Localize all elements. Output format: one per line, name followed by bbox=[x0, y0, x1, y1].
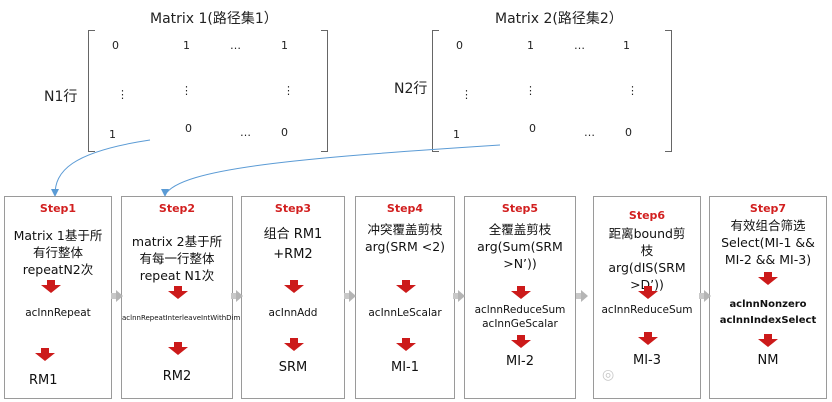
down-arrow-icon bbox=[35, 348, 55, 361]
matrix2-cell: 0 bbox=[456, 39, 463, 52]
step-operator: aclnnRepeatInterleaveIntWithDim bbox=[122, 314, 241, 322]
matrix1-left-bracket bbox=[88, 30, 95, 152]
down-arrow-icon bbox=[284, 338, 304, 351]
step-operator: acInnRepeat bbox=[25, 307, 91, 319]
connector-matrix1-to-step1 bbox=[54, 139, 151, 196]
matrix1-cell: … bbox=[240, 126, 251, 139]
step-output: SRM bbox=[278, 360, 308, 375]
step-title: Step7 bbox=[749, 202, 787, 215]
step-operator: acInnReduceSum bbox=[601, 304, 693, 316]
step-output: MI-3 bbox=[632, 353, 661, 368]
step-operator: acInnLeScalar bbox=[368, 307, 442, 319]
step-box-1: Step1 Matrix 1基于所有行整体repeatN2次 acInnRepe… bbox=[4, 196, 112, 399]
down-arrow-icon bbox=[396, 338, 416, 351]
matrix1-cell: ⋮ bbox=[181, 84, 192, 97]
matrix1-row-label: N1行 bbox=[44, 89, 78, 105]
step-description: 组合 RM1 +RM2 bbox=[263, 227, 323, 262]
step-title: Step5 bbox=[501, 202, 539, 215]
matrix1-cell: ⋮ bbox=[283, 84, 294, 97]
step-title: Step1 bbox=[39, 202, 77, 215]
step-description: Matrix 1基于所有行整体repeatN2次 bbox=[13, 228, 103, 277]
matrix2-cell: 1 bbox=[623, 39, 630, 52]
down-arrow-icon bbox=[168, 342, 188, 355]
step-description: 距离bound剪枝 arg(dIS(SRM >D’)) bbox=[608, 226, 686, 292]
matrix2-cell: 1 bbox=[527, 39, 534, 52]
down-arrow-icon bbox=[638, 332, 658, 345]
step-box-3: Step3 组合 RM1 +RM2 acInnAdd SRM bbox=[241, 196, 345, 399]
matrix2-right-bracket bbox=[665, 30, 672, 152]
down-arrow-icon bbox=[168, 286, 188, 299]
step-description: 冲突覆盖剪枝 arg(SRM <2) bbox=[364, 222, 446, 254]
matrix2-row-label: N2行 bbox=[394, 81, 428, 97]
step-box-5: Step5 全覆盖剪枝 arg(Sum(SRM >N’)) aclnnReduc… bbox=[464, 196, 576, 399]
matrix1-cell: 0 bbox=[185, 122, 192, 135]
down-arrow-icon bbox=[511, 286, 531, 299]
matrix1-title: Matrix 1(路径集1） bbox=[150, 11, 278, 27]
step-title: Step3 bbox=[274, 202, 312, 215]
step-title: Step6 bbox=[628, 209, 666, 222]
step-title: Step4 bbox=[386, 202, 424, 215]
matrix2-cell: 1 bbox=[453, 128, 460, 141]
chevron-right-icon bbox=[231, 290, 243, 302]
step-box-4: Step4 冲突覆盖剪枝 arg(SRM <2) acInnLeScalar M… bbox=[355, 196, 455, 399]
matrix2-cell: 0 bbox=[625, 126, 632, 139]
matrix2-left-bracket bbox=[432, 30, 439, 152]
matrix1-cell: 1 bbox=[109, 128, 116, 141]
matrix2-cell: … bbox=[584, 126, 595, 139]
step-description: 全覆盖剪枝 arg(Sum(SRM >N’)) bbox=[477, 222, 563, 271]
chevron-right-icon bbox=[111, 290, 123, 302]
down-arrow-icon bbox=[284, 280, 304, 293]
step-output: MI-2 bbox=[505, 354, 534, 369]
step-output: RM2 bbox=[162, 369, 192, 384]
down-arrow-icon bbox=[638, 286, 658, 299]
step-box-7: Step7 有效组合筛选 Select(MI-1 && MI-2 && MI-3… bbox=[709, 196, 827, 399]
matrix2-cell: ⋮ bbox=[525, 84, 536, 97]
down-arrow-icon bbox=[511, 335, 531, 348]
matrix2-cell: … bbox=[574, 39, 585, 52]
step-box-2: Step2 matrix 2基于所有每一行整体repeat N1次 aclnnR… bbox=[121, 196, 241, 399]
step-description: matrix 2基于所有每一行整体repeat N1次 bbox=[131, 234, 223, 283]
matrix1-cell: 1 bbox=[183, 39, 190, 52]
matrix2-cell: ⋮ bbox=[627, 84, 638, 97]
down-arrow-icon bbox=[396, 280, 416, 293]
chevron-right-icon bbox=[699, 290, 711, 302]
connector-matrix2-to-step2 bbox=[164, 144, 501, 196]
step-title: Step2 bbox=[158, 202, 196, 215]
matrix1-cell: 1 bbox=[281, 39, 288, 52]
down-arrow-icon bbox=[758, 334, 778, 347]
step-operator: aclnnNonzero bbox=[729, 299, 807, 310]
matrix1-cell: … bbox=[230, 39, 241, 52]
step-output: MI-1 bbox=[390, 360, 419, 375]
matrix2-title: Matrix 2(路径集2） bbox=[495, 11, 623, 27]
step-box-6: Step6 距离bound剪枝 arg(dIS(SRM >D’)) acInnR… bbox=[593, 196, 701, 399]
chevron-right-icon bbox=[344, 290, 356, 302]
matrix1-cell: ⋮ bbox=[117, 88, 128, 101]
matrix2-cell: ⋮ bbox=[461, 88, 472, 101]
matrix1-cell: 0 bbox=[281, 126, 288, 139]
down-arrow-icon bbox=[758, 272, 778, 285]
step-operator: acInnGeScalar bbox=[482, 318, 558, 330]
matrix2-cell: 0 bbox=[529, 122, 536, 135]
matrix1-right-bracket bbox=[321, 30, 328, 152]
watermark-logo-icon: ◎ bbox=[602, 367, 615, 383]
step-description: 有效组合筛选 Select(MI-1 && MI-2 && MI-3) bbox=[721, 218, 815, 267]
chevron-right-icon bbox=[453, 290, 465, 302]
step-output: RM1 bbox=[29, 373, 58, 388]
connector-arrowhead bbox=[161, 189, 169, 197]
step-operator: aclnnReduceSum bbox=[474, 304, 566, 316]
chevron-right-icon bbox=[576, 290, 588, 302]
step-operator: aclnnIndexSelect bbox=[719, 315, 817, 326]
step-operator: acInnAdd bbox=[268, 307, 318, 319]
connector-arrowhead bbox=[51, 189, 59, 197]
down-arrow-icon bbox=[41, 280, 61, 293]
step-output: NM bbox=[757, 353, 779, 368]
matrix1-cell: 0 bbox=[112, 39, 119, 52]
